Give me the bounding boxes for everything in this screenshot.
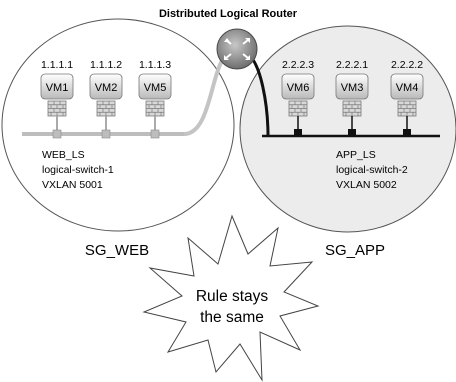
switch-port bbox=[52, 129, 62, 139]
firewall-icon bbox=[96, 100, 116, 117]
vm-label: VM1 bbox=[46, 82, 69, 94]
vm-ip: 1.1.1.1 bbox=[41, 59, 73, 71]
callout-line-1: Rule stays bbox=[196, 288, 269, 305]
callout-line-2: the same bbox=[200, 309, 264, 326]
vm-box bbox=[138, 73, 172, 100]
vm-box bbox=[390, 73, 424, 100]
app-vm-2: 2.2.2.1 VM3 bbox=[335, 59, 369, 137]
router-title: Distributed Logical Router bbox=[159, 8, 298, 20]
web-vxlan: VXLAN 5001 bbox=[42, 179, 103, 191]
burst-callout-shape bbox=[142, 214, 320, 382]
switch-port bbox=[348, 129, 356, 137]
vm-label: VM4 bbox=[396, 82, 419, 94]
switch-port bbox=[150, 129, 160, 139]
switch-port bbox=[294, 129, 302, 137]
vm-label: VM2 bbox=[95, 82, 118, 94]
sg-web-label: SG_WEB bbox=[85, 242, 149, 259]
app-logical-switch: logical-switch-2 bbox=[336, 164, 408, 176]
firewall-icon bbox=[288, 100, 308, 117]
vm-ip: 2.2.2.2 bbox=[391, 59, 423, 71]
switch-port bbox=[101, 129, 111, 139]
switch-port bbox=[403, 129, 411, 137]
web-vm-3: 1.1.1.3 VM5 bbox=[138, 59, 172, 139]
web-switch-name: WEB_LS bbox=[42, 149, 85, 161]
firewall-icon bbox=[47, 100, 67, 117]
vm-box bbox=[89, 73, 123, 100]
vm-ip: 1.1.1.3 bbox=[139, 59, 171, 71]
app-vm-3: 2.2.2.2 VM4 bbox=[390, 59, 424, 137]
sg-web-boundary bbox=[1, 18, 235, 232]
vm-label: VM3 bbox=[341, 82, 364, 94]
web-logical-switch: logical-switch-1 bbox=[42, 164, 114, 176]
firewall-icon bbox=[145, 100, 165, 117]
firewall-icon bbox=[342, 100, 362, 117]
router-icon bbox=[216, 28, 258, 70]
app-switch-name: APP_LS bbox=[336, 149, 376, 161]
vm-ip: 1.1.1.2 bbox=[90, 59, 122, 71]
vm-box bbox=[40, 73, 74, 100]
web-vm-2: 1.1.1.2 VM2 bbox=[89, 59, 123, 139]
vm-box bbox=[335, 73, 369, 100]
app-vxlan: VXLAN 5002 bbox=[336, 179, 397, 191]
vm-ip: 2.2.2.3 bbox=[282, 59, 314, 71]
vm-label: VM5 bbox=[144, 82, 167, 94]
vm-ip: 2.2.2.1 bbox=[336, 59, 368, 71]
vm-box bbox=[281, 73, 315, 100]
firewall-icon bbox=[397, 100, 417, 117]
sg-app-label: SG_APP bbox=[325, 242, 385, 259]
app-vm-1: 2.2.2.3 VM6 bbox=[281, 59, 315, 137]
web-vm-1: 1.1.1.1 VM1 bbox=[40, 59, 74, 139]
vm-label: VM6 bbox=[287, 82, 310, 94]
